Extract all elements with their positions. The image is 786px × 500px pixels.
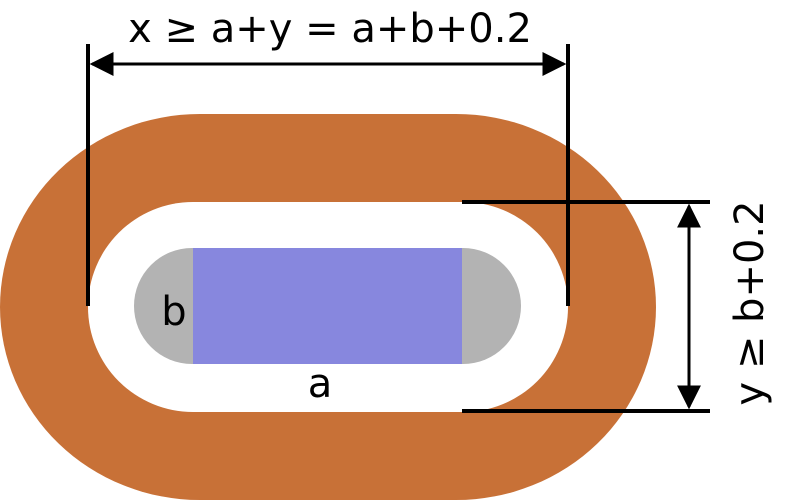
right-dimension-label: y ≥ b+0.2 [727, 200, 773, 405]
inner-width-label: a [308, 361, 333, 407]
component-body [193, 248, 462, 364]
inner-height-label: b [161, 289, 186, 335]
top-dimension-label: x ≥ a+y = a+b+0.2 [128, 6, 532, 52]
